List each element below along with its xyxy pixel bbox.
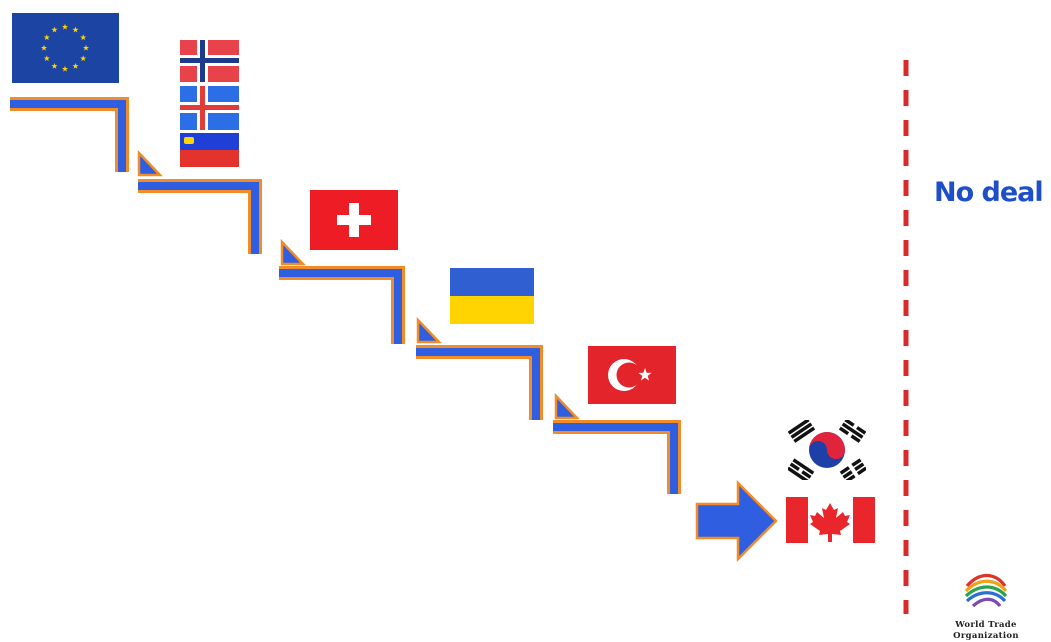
stair-step-2-outline — [138, 179, 262, 254]
wto-line-1: World Trade — [954, 620, 1017, 630]
staircase-outline — [10, 97, 681, 494]
eu-flag-icon — [12, 13, 119, 83]
no-deal-label: No deal — [934, 177, 1043, 208]
staircase — [10, 97, 681, 494]
canada-flag-icon — [786, 497, 875, 543]
stair-corner-3 — [416, 316, 442, 344]
eu-star — [43, 55, 50, 62]
south-korea-flag-icon — [788, 420, 866, 480]
eu-star — [72, 26, 79, 33]
eu-star — [40, 44, 48, 51]
turkey-flag-icon — [588, 346, 676, 404]
eu-star — [61, 23, 69, 30]
eu-star — [51, 26, 58, 33]
stair-corner-1 — [137, 149, 163, 177]
eu-star — [82, 44, 90, 51]
arrow-right-icon — [695, 479, 778, 563]
maple-leaf-icon — [810, 503, 850, 542]
eu-star — [61, 65, 69, 72]
eu-star — [43, 34, 50, 41]
eu-star — [72, 62, 79, 69]
stair-step-4 — [416, 348, 540, 420]
stair-step-3-outline — [279, 266, 405, 344]
liechtenstein-flag-icon — [180, 133, 239, 167]
ukraine-flag-icon — [450, 268, 534, 324]
switzerland-flag-icon — [310, 190, 398, 250]
staircase-corners — [137, 149, 580, 420]
stair-step-1-outline — [10, 97, 129, 172]
stair-corner-2 — [280, 238, 306, 266]
wto-line-2: Organization — [953, 631, 1019, 641]
wto-logo-icon — [964, 573, 1008, 608]
eu-star — [80, 55, 87, 62]
eu-star — [80, 34, 87, 41]
stair-step-1 — [10, 100, 126, 172]
stair-step-5 — [553, 423, 678, 494]
stair-step-2 — [138, 182, 259, 254]
stair-corner-4 — [554, 392, 580, 420]
staircase-fill — [10, 100, 678, 494]
eu-star — [51, 62, 58, 69]
stair-step-5-outline — [553, 420, 681, 494]
stair-step-3 — [279, 269, 402, 344]
iceland-flag-icon — [180, 86, 239, 130]
stair-step-4-outline — [416, 345, 543, 420]
norway-flag-icon — [180, 40, 239, 82]
